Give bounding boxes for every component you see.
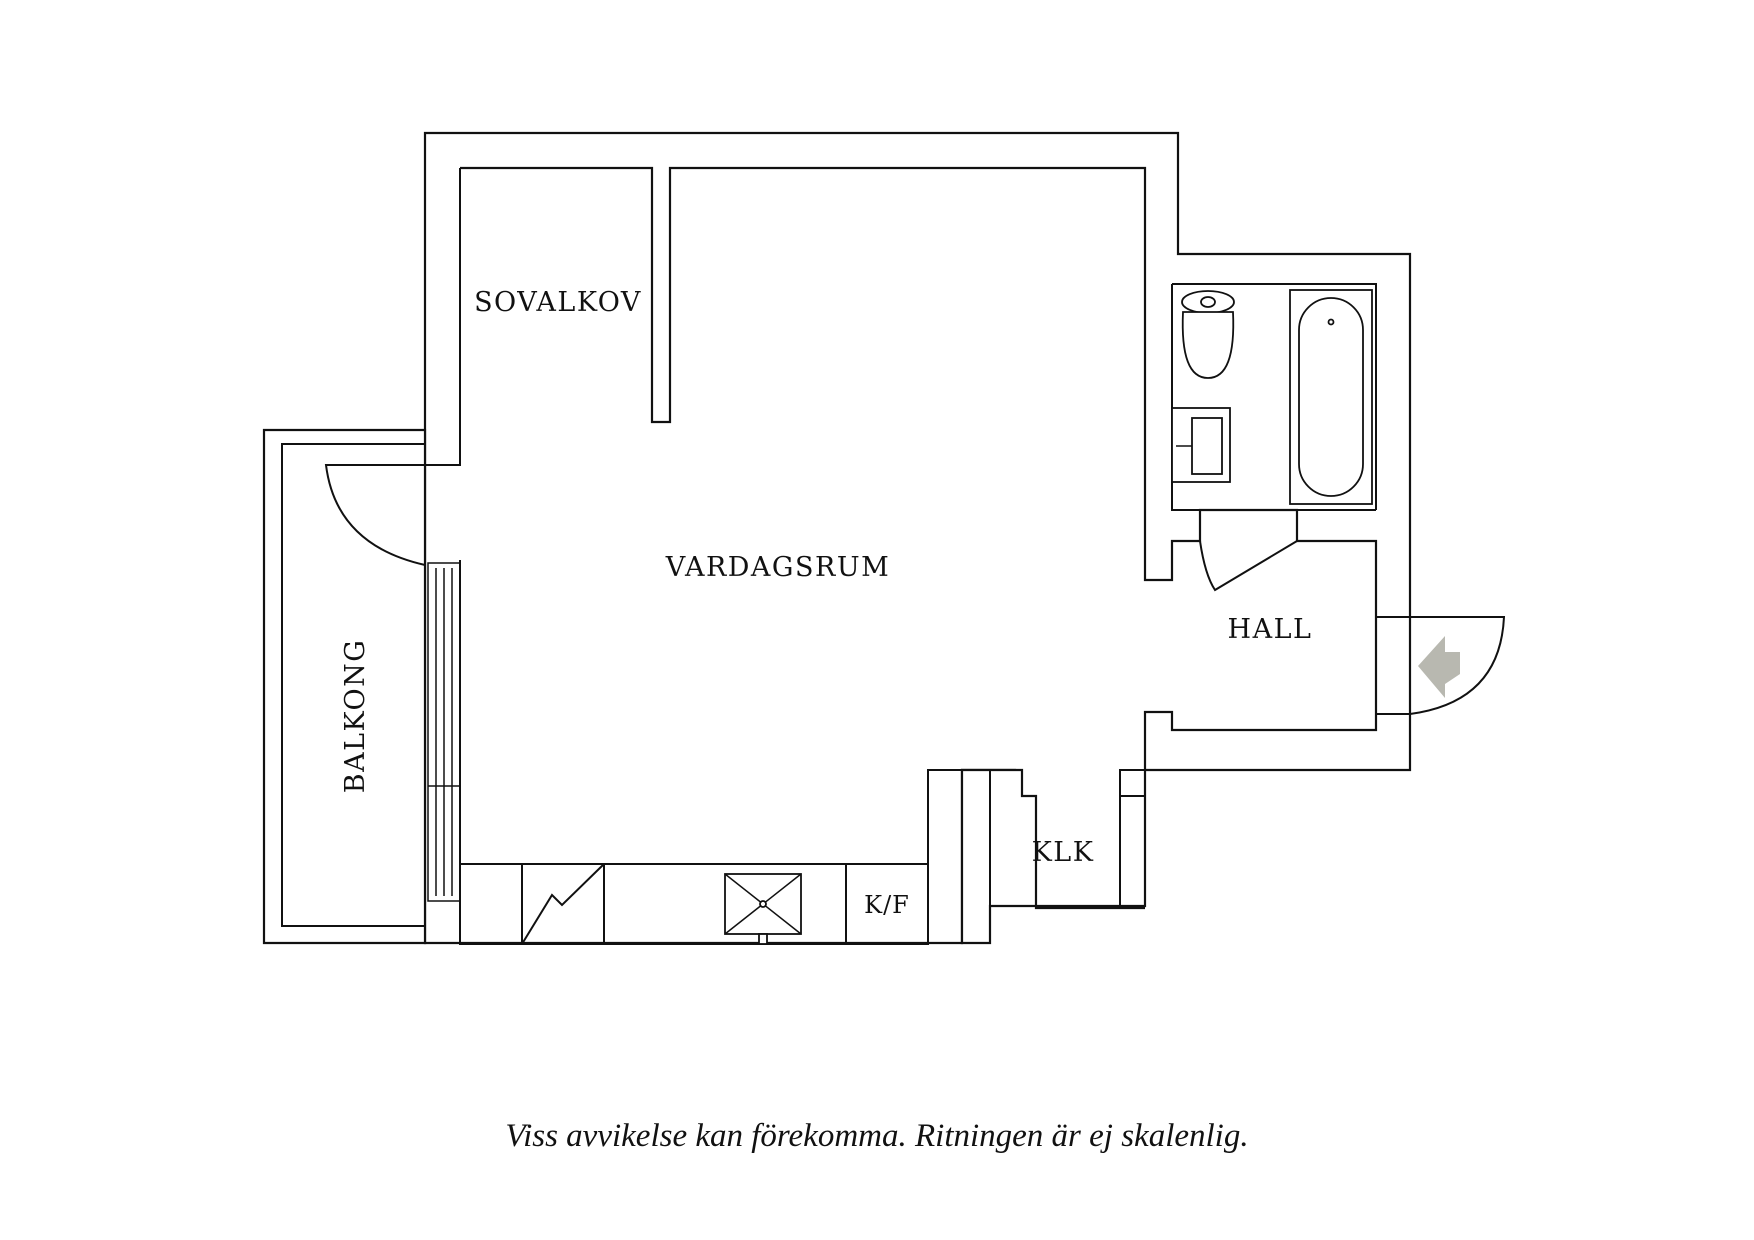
sink-tap	[758, 933, 768, 945]
room-label-vardagsrum: VARDAGSRUM	[665, 552, 890, 583]
disclaimer-text: Viss avvikelse kan förekomma. Ritningen …	[505, 1118, 1249, 1154]
toilet-tank-button	[1200, 296, 1216, 308]
entrance-arrow-icon	[1418, 636, 1460, 698]
kitchen-counter	[459, 863, 929, 945]
room-label-hall: HALL	[1228, 614, 1313, 645]
balcony-door	[324, 464, 426, 566]
bathtub-drain	[1327, 318, 1335, 326]
hall-walls	[1145, 616, 1410, 731]
washbasin-bowl	[1191, 417, 1223, 475]
bathroom-walls	[1171, 283, 1377, 511]
room-label-sovalkov: SOVALKOV	[474, 287, 642, 318]
balcony-outer	[262, 428, 427, 945]
balcony-inner	[281, 443, 425, 927]
sink-drain	[759, 900, 767, 908]
toilet-bowl	[1181, 311, 1235, 379]
room-label-kf: K/F	[864, 891, 910, 919]
room-label-balkong: BALKONG	[340, 639, 371, 794]
balcony-window-frame	[427, 562, 461, 902]
bathtub-basin	[1298, 297, 1364, 497]
appliance-symbol	[521, 863, 605, 945]
klk-walls	[989, 769, 1145, 907]
bathroom-door	[1199, 540, 1298, 592]
room-label-klk: KLK	[1032, 837, 1095, 868]
entrance-door	[1409, 616, 1506, 715]
